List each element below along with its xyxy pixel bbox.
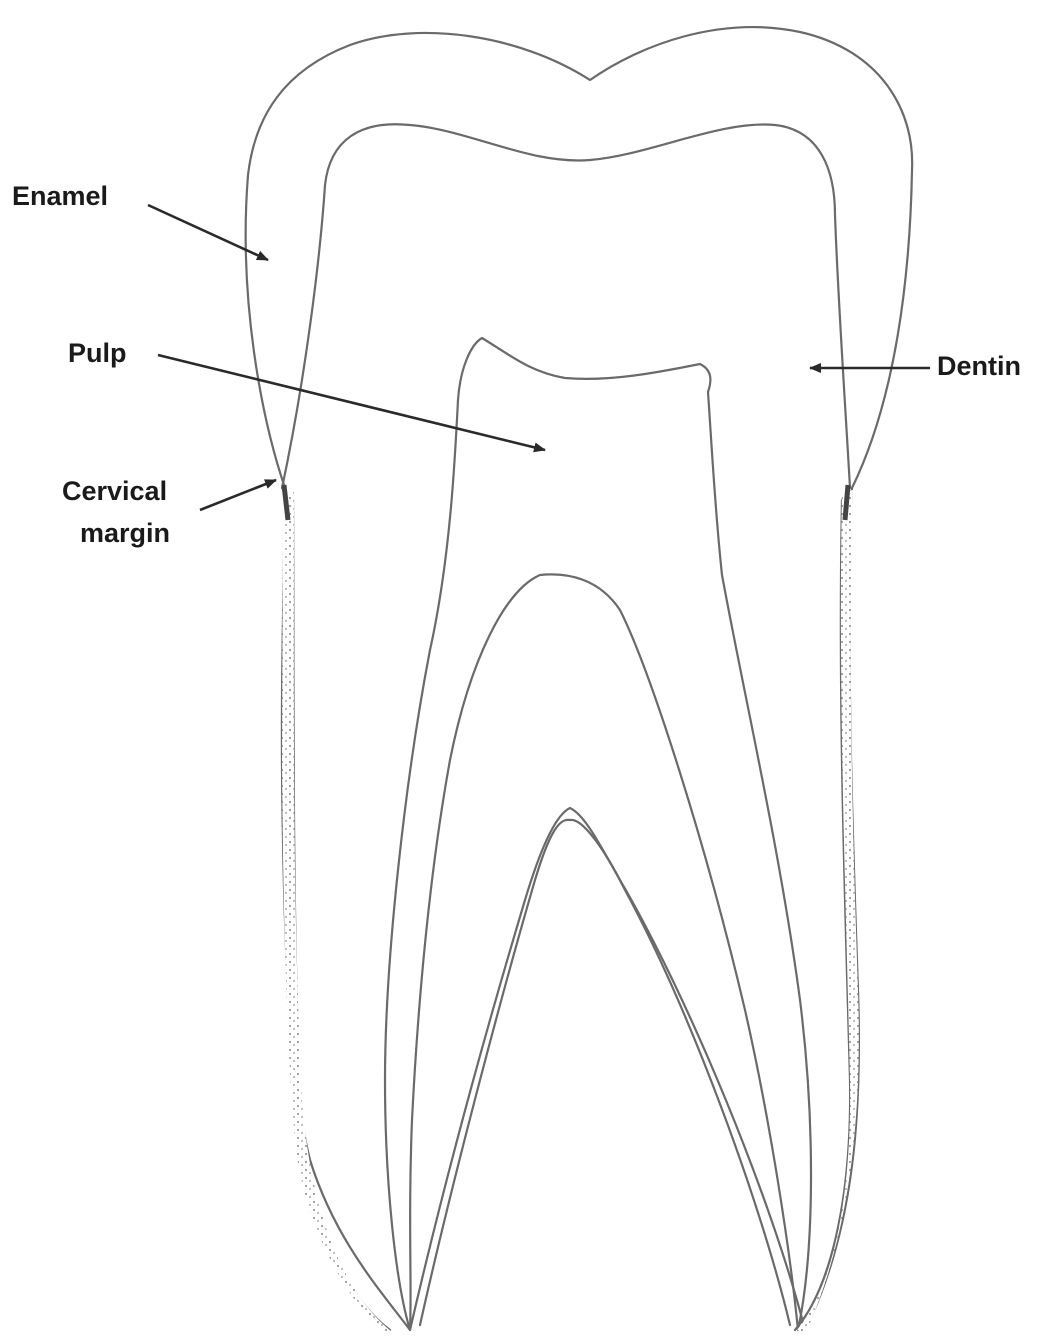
label-dentin: Dentin [937,351,1021,381]
pointer-arrow-pulp [158,355,545,450]
label-enamel: Enamel [12,181,108,211]
dentin-outline [282,124,850,488]
label-cervical-line1: Cervical [62,476,167,506]
root-inner-line-left [293,500,390,1330]
root-cementum-left [282,490,392,1332]
tooth-outer-outline [246,27,913,1330]
root-cementum-right [797,490,859,1332]
label-cervical-line2: margin [80,518,170,548]
label-pulp: Pulp [68,338,127,368]
pointer-arrow-cervical-margin [200,480,276,510]
cervical-margin-mark-right [845,485,848,520]
pointer-arrow-enamel [148,205,268,260]
